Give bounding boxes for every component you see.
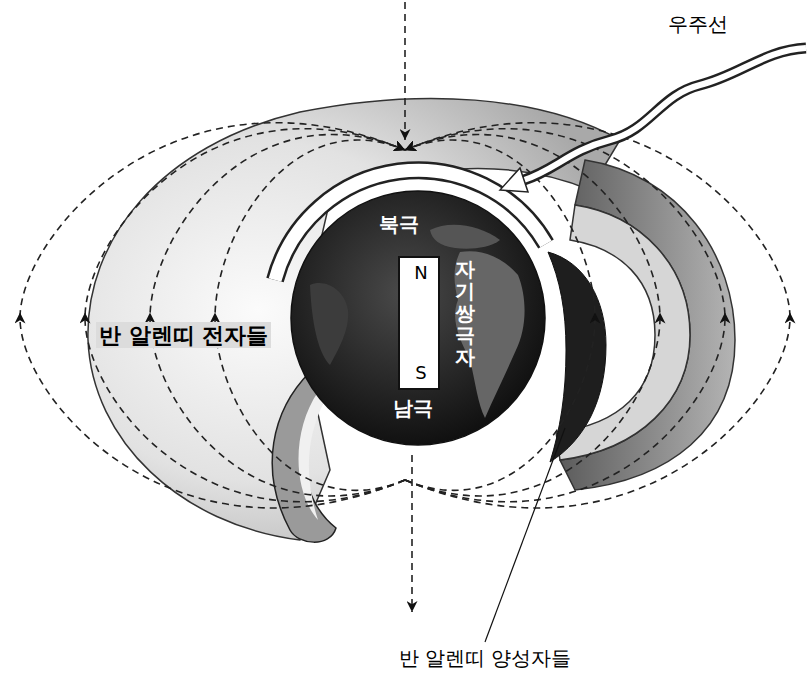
belt-label: 반 알렌띠 전자들 xyxy=(96,322,271,348)
magnet-pole: S xyxy=(415,362,426,384)
pole-label: 남극 xyxy=(393,396,433,420)
bar-magnet: NS xyxy=(398,256,440,390)
earth-globe: 북극자기쌍극자남극NS xyxy=(290,190,546,446)
outer-belt xyxy=(88,98,620,540)
cosmic-ray-arrow xyxy=(500,48,806,192)
magnet-pole: N xyxy=(414,262,427,284)
continent xyxy=(455,251,525,418)
dipole-label: 자기쌍극자 xyxy=(455,258,475,368)
pole-label: 북극 xyxy=(379,212,419,236)
continent xyxy=(430,225,500,249)
earth-disc xyxy=(291,191,545,445)
cosmic-ray-label: 우주선 xyxy=(668,12,728,36)
leader-line xyxy=(485,428,565,642)
proton-belt-label: 반 알렌띠 양성자들 xyxy=(399,646,572,670)
continent xyxy=(310,283,348,365)
